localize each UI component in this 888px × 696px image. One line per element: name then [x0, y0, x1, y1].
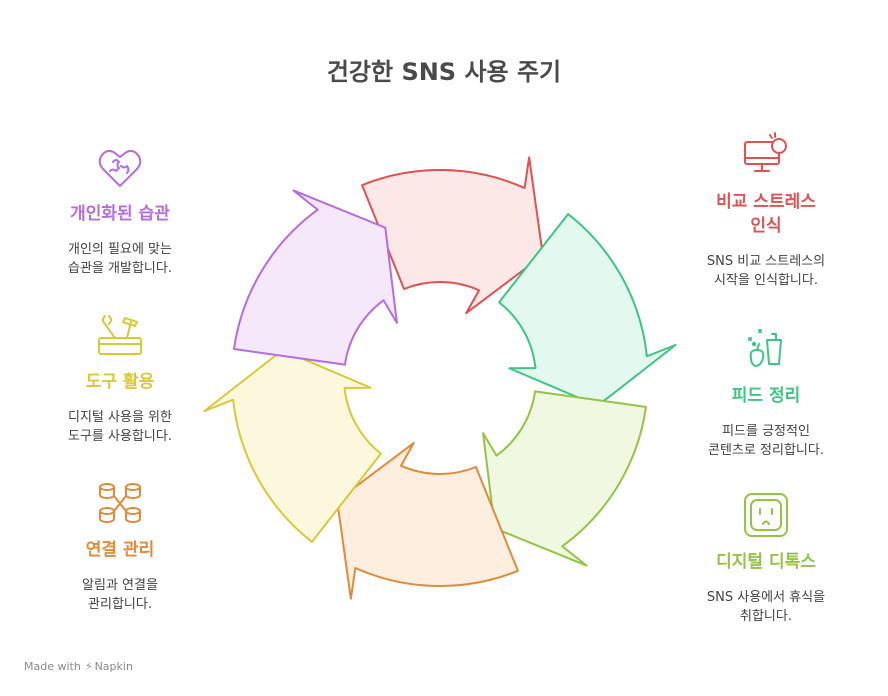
- step-desc-line: 취합니다.: [740, 609, 792, 624]
- step-title-line: 연결 관리: [85, 540, 155, 560]
- step-habit: 개인화된 습관 개인의 필요에 맞는 습관을 개발합니다.: [20, 142, 220, 278]
- step-desc-line: 콘텐츠로 정리합니다.: [708, 443, 824, 458]
- cycle-arrow-tools: [203, 349, 382, 543]
- step-feed: 피드 정리 피드를 긍정적인 콘텐츠로 정리합니다.: [666, 324, 866, 460]
- step-title-line: 비교 스트레스: [716, 192, 816, 212]
- step-desc-line: 피드를 긍정적인: [722, 424, 810, 439]
- heart-puzzle-icon: [98, 149, 142, 187]
- step-title-line: 피드 정리: [731, 386, 801, 406]
- cycle-arrow-feed: [498, 213, 677, 407]
- step-detox: 디지털 디톡스 SNS 사용에서 휴식을 취합니다.: [666, 490, 866, 626]
- cycle-arrow-detox: [482, 390, 647, 567]
- step-desc-line: 디지털 사용을 위한: [68, 410, 172, 425]
- step-title: 피드 정리: [666, 384, 866, 408]
- cycle-arrow-connect: [336, 441, 519, 600]
- footer-attribution: Made with⚡Napkin: [24, 660, 133, 673]
- monitor-alert-icon: [744, 132, 787, 172]
- step-title: 개인화된 습관: [20, 202, 220, 226]
- step-description: 알림과 연결을 관리합니다.: [20, 576, 220, 614]
- step-desc-line: SNS 비교 스트레스의: [706, 254, 826, 269]
- cycle-arrow-habit: [233, 189, 398, 366]
- cleaning-icon: [748, 329, 782, 367]
- step-description: SNS 사용에서 휴식을 취합니다.: [666, 588, 866, 626]
- step-desc-line: SNS 사용에서 휴식을: [706, 590, 826, 605]
- step-desc-line: 습관을 개발합니다.: [68, 261, 172, 276]
- step-title-line: 인식: [750, 216, 782, 236]
- step-desc-line: 알림과 연결을: [82, 578, 158, 593]
- step-tools: 도구 활용 디지털 사용을 위한 도구를 사용합니다.: [20, 310, 220, 446]
- step-compare: 비교 스트레스 인식 SNS 비교 스트레스의 시작을 인식합니다.: [666, 130, 866, 290]
- step-connect: 연결 관리 알림과 연결을 관리합니다.: [20, 478, 220, 614]
- database-network-icon: [99, 483, 141, 523]
- step-desc-line: 개인의 필요에 맞는: [68, 242, 172, 257]
- step-title: 도구 활용: [20, 370, 220, 394]
- step-title-line: 개인화된 습관: [70, 204, 170, 224]
- step-description: 피드를 긍정적인 콘텐츠로 정리합니다.: [666, 422, 866, 460]
- step-title: 연결 관리: [20, 538, 220, 562]
- footer-made-with: Made with: [24, 660, 81, 673]
- napkin-logo-icon: ⚡: [84, 660, 93, 673]
- step-title: 디지털 디톡스: [666, 550, 866, 574]
- step-title-line: 디지털 디톡스: [716, 552, 816, 572]
- step-desc-line: 도구를 사용합니다.: [68, 429, 172, 444]
- step-description: 디지털 사용을 위한 도구를 사용합니다.: [20, 408, 220, 446]
- step-title-line: 도구 활용: [85, 372, 155, 392]
- step-desc-line: 관리합니다.: [88, 597, 152, 612]
- diagram-title: 건강한 SNS 사용 주기: [326, 58, 562, 86]
- step-description: SNS 비교 스트레스의 시작을 인식합니다.: [666, 252, 866, 290]
- cycle-arrow-compare: [361, 156, 544, 315]
- step-desc-line: 시작을 인식합니다.: [714, 273, 818, 288]
- toolbox-icon: [98, 315, 142, 355]
- step-description: 개인의 필요에 맞는 습관을 개발합니다.: [20, 240, 220, 278]
- step-title: 비교 스트레스 인식: [666, 190, 866, 238]
- power-outlet-icon: [744, 493, 788, 537]
- footer-brand: Napkin: [94, 660, 133, 673]
